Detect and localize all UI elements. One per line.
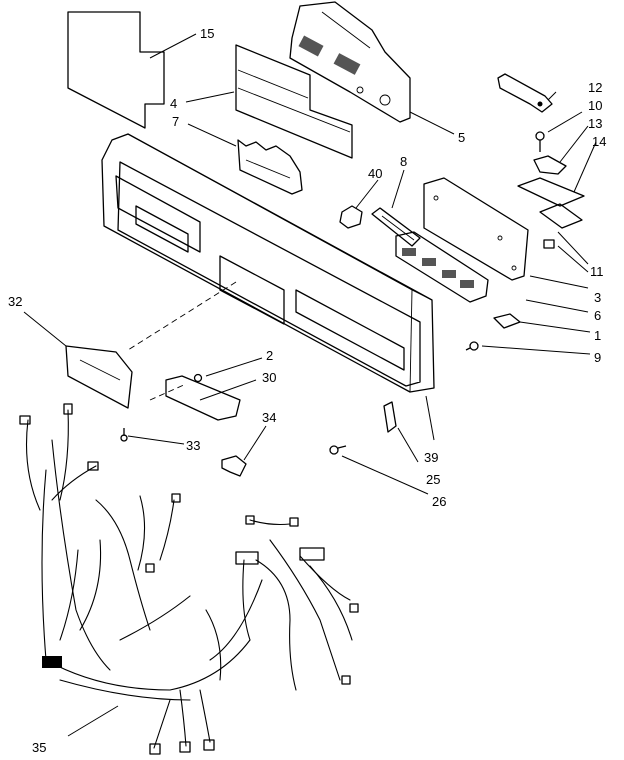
callout-11: 11 (590, 264, 604, 279)
part-5-control-module[interactable] (289, 1, 411, 123)
part-9-screw[interactable] (465, 341, 479, 351)
part-25-bracket[interactable] (383, 401, 397, 433)
callout-25: 25 (426, 472, 440, 487)
callout-6: 6 (594, 308, 601, 323)
part-26-screw[interactable] (329, 445, 347, 455)
callout-5: 5 (458, 130, 465, 145)
part-6-circuit-board[interactable] (395, 177, 529, 303)
leader-lines (23, 33, 597, 737)
part-7-circuit-board[interactable] (237, 139, 303, 195)
part-39-control-panel-frame[interactable] (101, 133, 435, 393)
part-40-knob[interactable] (339, 205, 363, 229)
callout-39: 39 (424, 450, 438, 465)
part-34-clip[interactable] (221, 455, 247, 477)
callout-labels: 15 4 7 5 12 10 13 14 40 8 11 3 6 1 9 32 … (8, 26, 606, 755)
callout-12: 12 (588, 80, 602, 95)
callout-26: 26 (432, 494, 446, 509)
part-10-screw[interactable] (535, 131, 545, 152)
callout-3: 3 (594, 290, 601, 305)
callout-10: 10 (588, 98, 602, 113)
callout-33: 33 (186, 438, 200, 453)
callout-30: 30 (262, 370, 276, 385)
part-30-bracket[interactable] (165, 373, 241, 421)
callout-15: 15 (200, 26, 214, 41)
callout-34: 34 (262, 410, 276, 425)
part-1-switch-cover[interactable] (493, 313, 521, 329)
callout-2: 2 (266, 348, 273, 363)
part-15-overlay-sheet[interactable] (67, 11, 165, 129)
callout-32: 32 (8, 294, 22, 309)
callout-14: 14 (592, 134, 606, 149)
part-4-graphic-panel[interactable] (235, 44, 353, 159)
part-13-switch[interactable] (533, 155, 567, 175)
callout-8: 8 (400, 154, 407, 169)
callout-35: 35 (32, 740, 46, 755)
callout-13: 13 (588, 116, 602, 131)
callout-9: 9 (594, 350, 601, 365)
callout-4: 4 (170, 96, 177, 111)
part-32-cover[interactable] (65, 345, 133, 409)
part-11-clip[interactable] (543, 239, 555, 249)
callout-7: 7 (172, 114, 179, 129)
callout-40: 40 (368, 166, 382, 181)
part-33-screw[interactable] (120, 428, 128, 442)
part-14-insulator[interactable] (517, 177, 585, 229)
part-12-bracket[interactable] (497, 73, 553, 113)
part-35-wiring-harness[interactable] (19, 403, 359, 755)
callout-1: 1 (594, 328, 601, 343)
